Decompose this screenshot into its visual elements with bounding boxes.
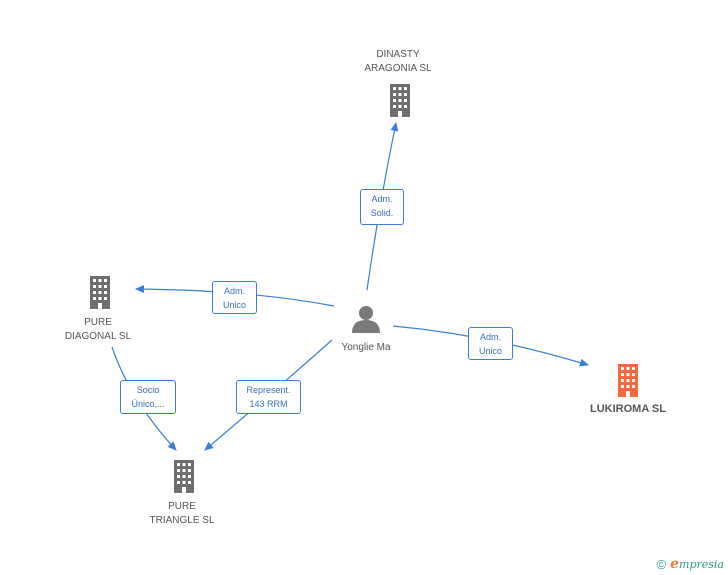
node-label-yonglie-ma[interactable]: Yonglie Ma	[341, 342, 391, 353]
edge-label-socio-unico[interactable]: Socio Único,...	[120, 380, 176, 414]
node-label-pure-diagonal[interactable]: PURE DIAGONAL SL	[64, 317, 132, 342]
node-label-lukiroma[interactable]: LUKIROMA SL	[590, 403, 666, 415]
edge-label-adm-unico-lukiroma[interactable]: Adm. Unico	[468, 327, 513, 360]
empresia-logo[interactable]: empresia	[670, 556, 724, 572]
node-label-pure-triangle[interactable]: PURE TRIANGLE SL	[149, 501, 215, 526]
person-icon[interactable]	[352, 306, 380, 333]
copyright-symbol: ©	[656, 556, 667, 572]
footer-brand: © empresia	[657, 556, 724, 572]
building-icon[interactable]	[174, 460, 194, 493]
building-focus-icon[interactable]	[618, 364, 638, 397]
building-icon[interactable]	[390, 84, 410, 117]
node-label-dinasty-aragonia[interactable]: DINASTY ARAGONIA SL	[364, 49, 432, 74]
building-icon[interactable]	[90, 276, 110, 309]
edge-label-adm-unico-diagonal[interactable]: Adm. Unico	[212, 281, 257, 314]
edge-label-adm-solid[interactable]: Adm. Solid.	[360, 189, 404, 225]
edge-label-represent[interactable]: Represent. 143 RRM	[236, 380, 301, 414]
